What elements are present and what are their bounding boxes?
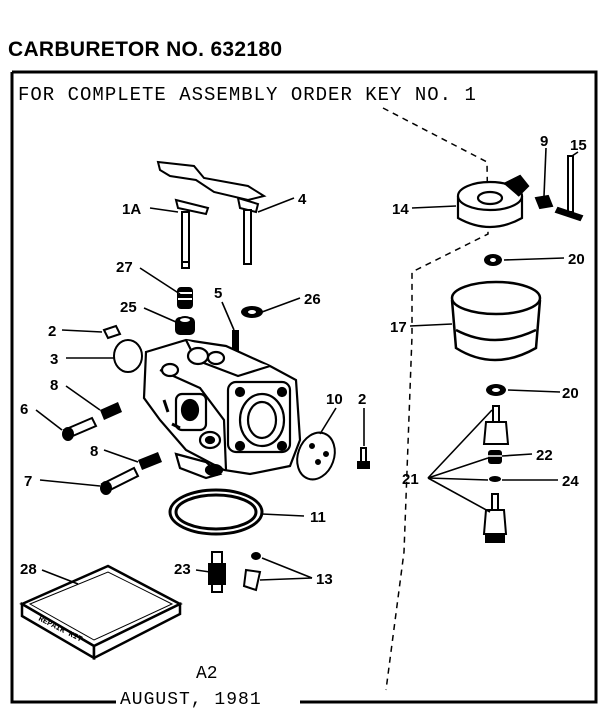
- washer-26: [241, 306, 263, 318]
- leader-lines: [35, 147, 579, 585]
- part-15: [554, 155, 584, 222]
- choke-shaft: [236, 196, 260, 265]
- callout-8-upper: 8: [50, 377, 58, 394]
- callout-28: 28: [20, 561, 37, 578]
- jet-21-bottom: [482, 493, 508, 543]
- callout-17: 17: [390, 319, 407, 336]
- spring-8-lower: [138, 452, 162, 470]
- screw-2-right: [357, 447, 370, 469]
- gasket-11: [168, 488, 264, 536]
- footer-code: A2: [196, 664, 218, 684]
- throttle-linkage-plate: [156, 160, 267, 202]
- callout-labels: 1A 4 27 25 5 26 2 3 8 6 8 7 10 2 11 23 1…: [20, 133, 587, 588]
- callout-2-left: 2: [48, 323, 56, 340]
- needle-7: [100, 466, 140, 495]
- callout-1a: 1A: [122, 201, 141, 218]
- callout-2-right: 2: [358, 391, 366, 408]
- spring-8-upper: [100, 402, 122, 420]
- callout-11: 11: [310, 509, 326, 526]
- float-14: [456, 174, 530, 228]
- carburetor-body: [142, 338, 302, 480]
- plate-3: [113, 339, 143, 373]
- repair-kit-28: [19, 564, 183, 661]
- screw-2-left: [102, 324, 122, 340]
- plate-10: [296, 431, 336, 481]
- callout-10: 10: [326, 391, 343, 408]
- callout-24: 24: [562, 473, 579, 490]
- callout-3: 3: [50, 351, 58, 368]
- washer-20-upper: [484, 254, 502, 266]
- bushing-25: [175, 316, 195, 335]
- diagram-title: CARBURETOR NO. 632180: [8, 38, 283, 61]
- screw-6: [62, 416, 98, 441]
- spring-27: [177, 287, 193, 309]
- parts-13: [242, 552, 262, 592]
- part-23: [208, 551, 226, 593]
- footer-date: AUGUST, 1981: [120, 690, 262, 710]
- callout-8-lower: 8: [90, 443, 98, 460]
- callout-7: 7: [24, 473, 32, 490]
- callout-21: 21: [402, 471, 419, 488]
- spring-22: [488, 450, 502, 464]
- callout-6: 6: [20, 401, 28, 418]
- pin-5: [232, 330, 239, 352]
- assembly-boundary-dashed: [382, 107, 489, 691]
- callout-4: 4: [298, 191, 307, 208]
- diagram-subtitle: FOR COMPLETE ASSEMBLY ORDER KEY NO. 1: [18, 84, 477, 106]
- float-bowl-17: [450, 280, 542, 362]
- callout-14: 14: [392, 201, 409, 218]
- callout-23: 23: [174, 561, 191, 578]
- callout-26: 26: [304, 291, 321, 308]
- callout-15: 15: [570, 137, 587, 154]
- jet-21-top: [482, 405, 510, 445]
- callout-22: 22: [536, 447, 553, 464]
- callout-9: 9: [540, 133, 548, 150]
- washer-20-lower: [486, 384, 506, 396]
- part-9: [534, 194, 554, 210]
- throttle-shaft: [174, 198, 210, 269]
- callout-13: 13: [316, 571, 333, 588]
- o-ring-24: [489, 476, 501, 482]
- callout-27: 27: [116, 259, 133, 276]
- callout-20-upper: 20: [568, 251, 585, 268]
- callout-25: 25: [120, 299, 137, 316]
- callout-20-lower: 20: [562, 385, 579, 402]
- callout-5: 5: [214, 285, 222, 302]
- diagram-frame: [10, 70, 598, 704]
